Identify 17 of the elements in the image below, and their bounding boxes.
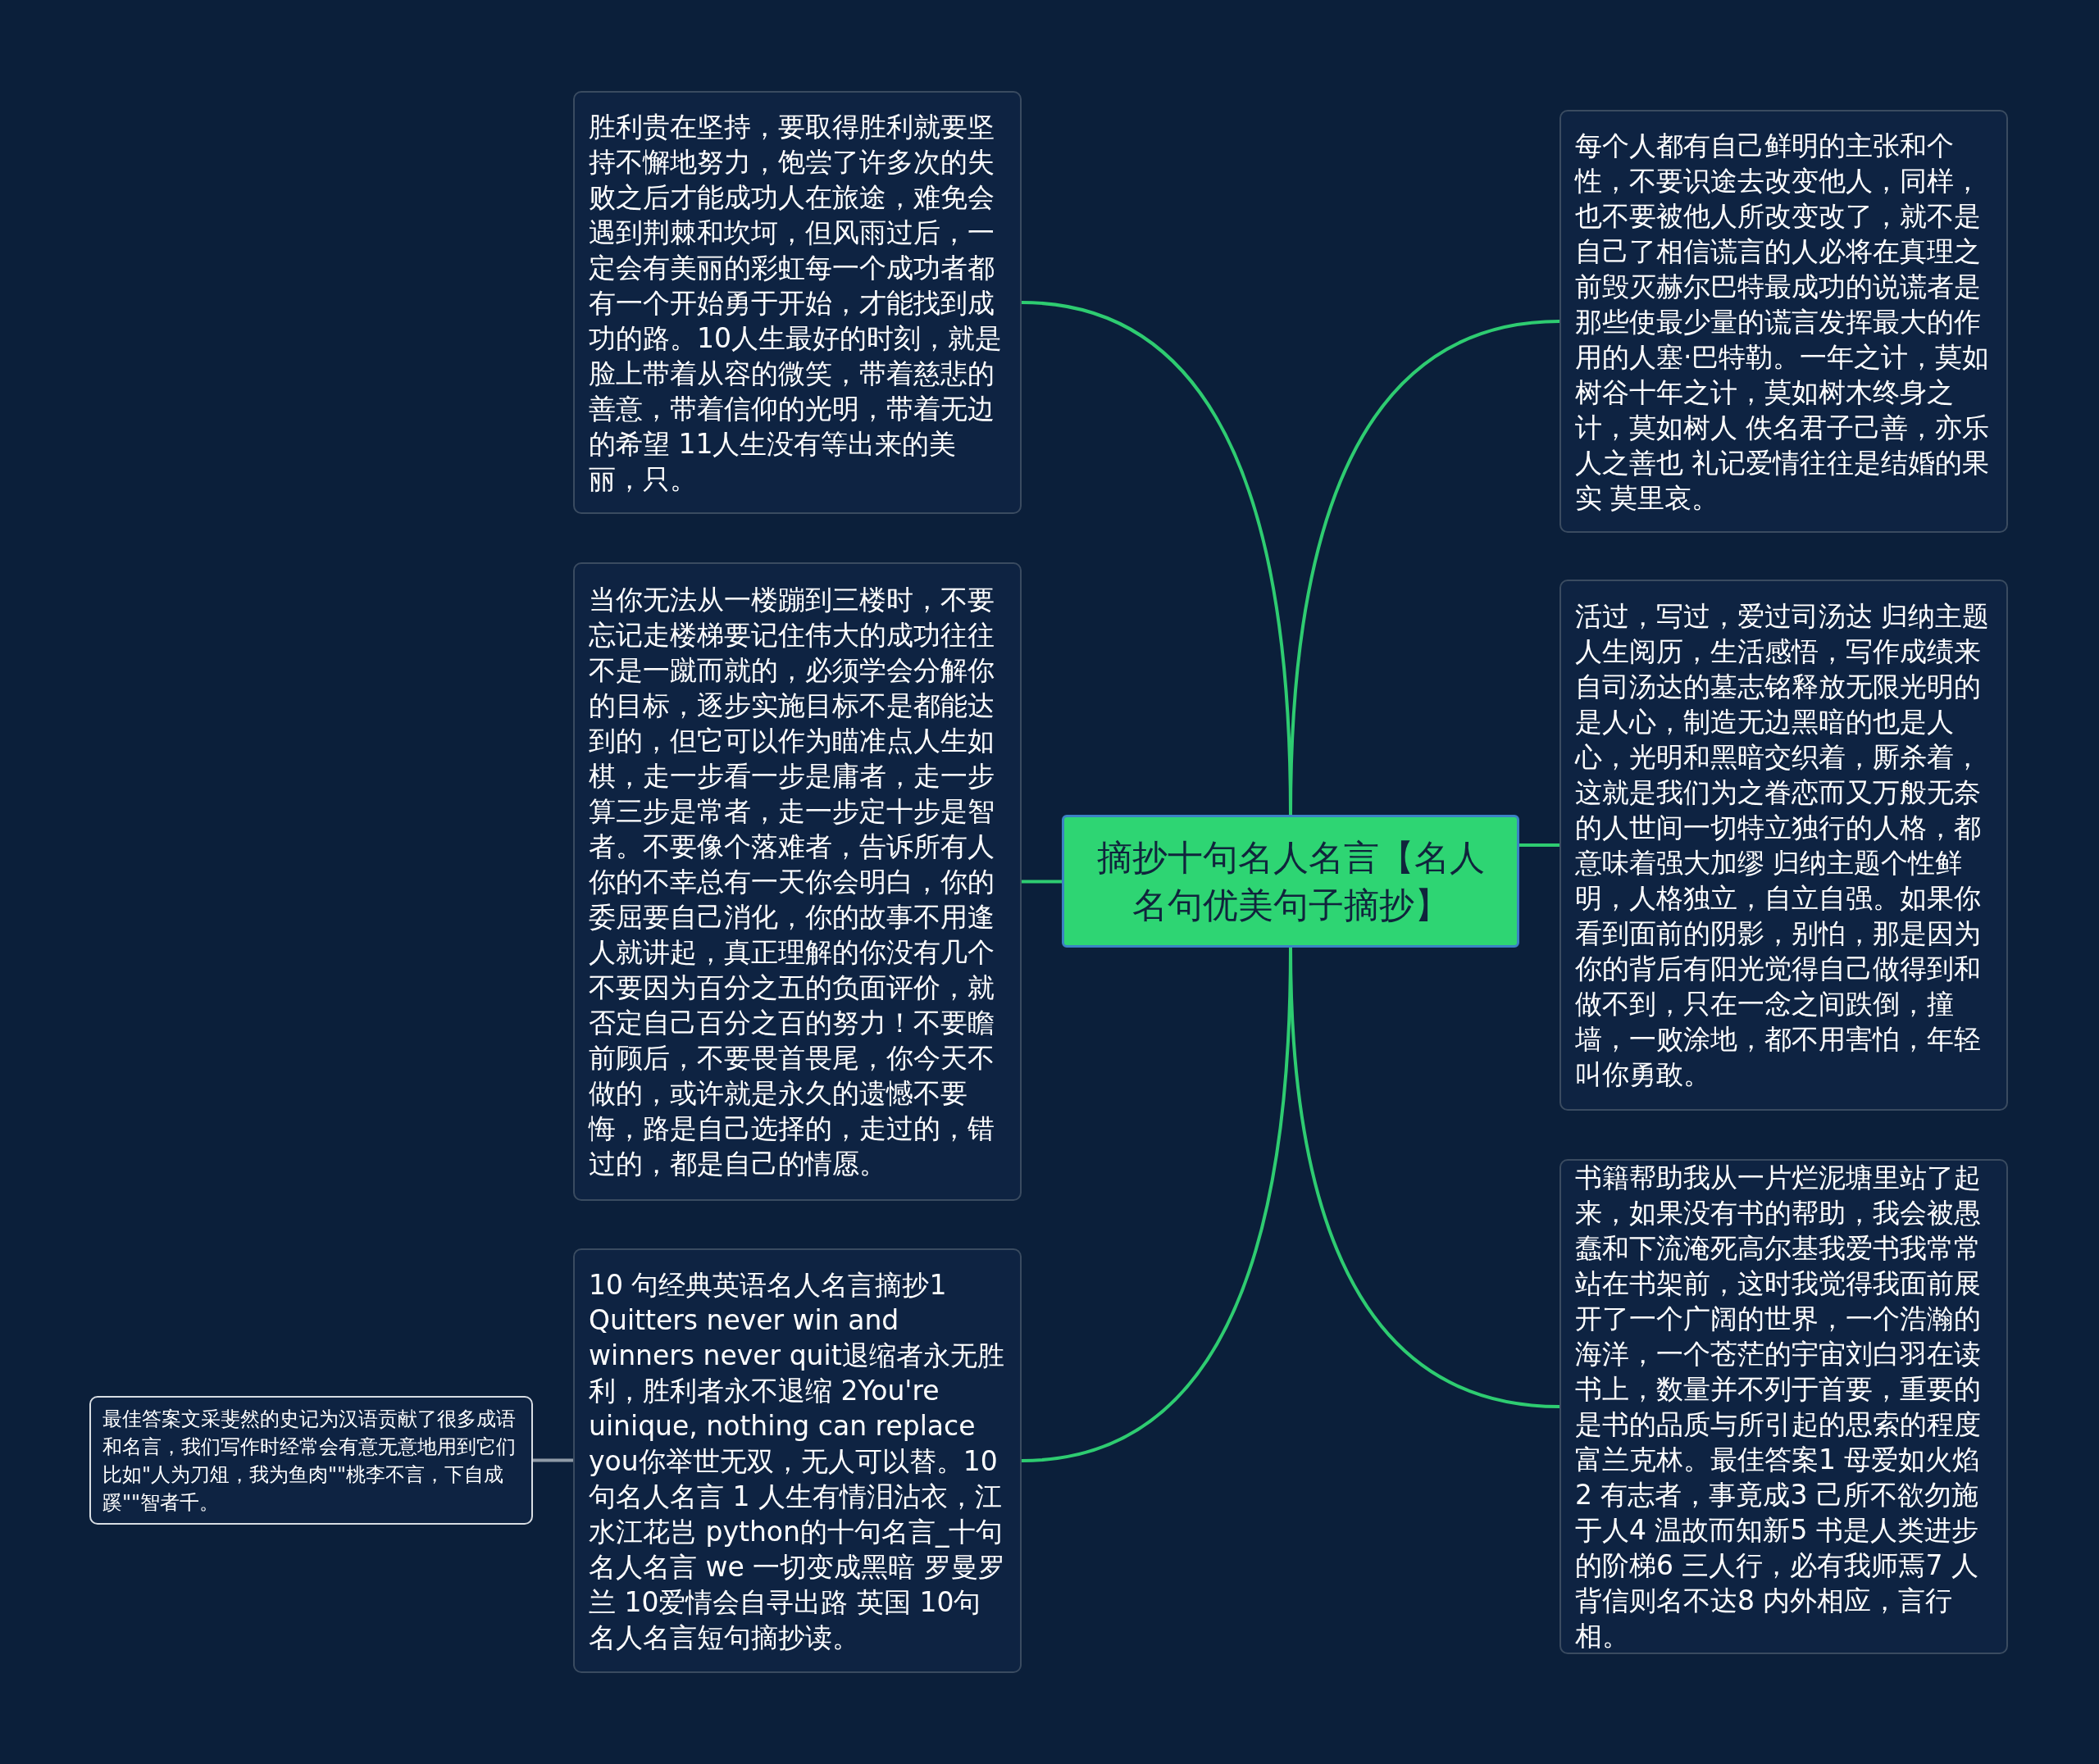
topic-text: 每个人都有自己鲜明的主张和个性，不要识途去改变他人，同样，也不要被他人所改变改了，就不是自己了相信谎言的人必将在真理之前毁灭赫尔巴特最成功的说谎者是那些使最少量的谎言发挥最大的作用的人塞·巴特勒。一年之计，莫如树谷十年之计，莫如树木终身之计，莫如树人 佚名君子己善，亦乐人之善也 礼记爱情往往是结婚的果实 莫里哀。: [1575, 128, 1991, 516]
connector-line: [1022, 880, 1062, 884]
topic-box: [573, 1248, 1022, 1673]
topic-box: [573, 91, 1022, 514]
topic-box: [89, 1396, 533, 1525]
connector-line: [533, 1458, 573, 1462]
topic-text: 10 句经典英语名人名言摘抄1 Quitters never win and winners never quit退缩者永无胜利，胜利者永不退缩 2You're uinique, nothing can replace you你举世无双，无人可以替。10 句名人名言 1 人生有情泪沾衣，江水江花岂 python的十句名言_十句名人名言 we 一切变成黑暗 罗曼罗兰 10爱情会自寻出路 英国 10句名人名言短句摘抄读。: [589, 1267, 1006, 1655]
topic-text: 胜利贵在坚持，要取得胜利就要坚持不懈地努力，饱尝了许多次的失败之后才能成功人在旅途，难免会遇到荆棘和坎坷，但风雨过后，一定会有美丽的彩虹每一个成功者都有一个开始勇于开始，才能找到成功的路。10人生最好的时刻，就是脸上带着从容的微笑，带着慈悲的善意，带着信仰的光明，带着无边的希望 11人生没有等出来的美丽，只。: [589, 109, 1003, 497]
connector-line: [1519, 843, 1559, 847]
topic-text: 摘抄十句名人名言【名人名句优美句子摘抄】: [1095, 836, 1486, 927]
topic-box: [573, 562, 1022, 1201]
topic-text: 活过，写过，爱过司汤达 归纳主题人生阅历，生活感悟，写作成绩来自司汤达的墓志铭释放无限光明的是人心，制造无边黑暗的也是人心，光明和黑暗交织着，厮杀着，这就是我们为之眷恋而又万般无奈的人世间一切特立独行的人格，都意味着强大加缪 归纳主题个性鲜明，人格独立，自立自强。如果你看到面前的阴影，别怕，那是因为你的背后有阳光觉得自己做得到和做不到，只在一念之间跌倒，撞墙，一败涂地，都不用害怕，年轻叫你勇敢。: [1575, 599, 1991, 1092]
topic-text: 书籍帮助我从一片烂泥塘里站了起来，如果没有书的帮助，我会被愚蠢和下流淹死高尔基我爱书我常常站在书架前，这时我觉得我面前展开了一个广阔的世界，一个浩瀚的海洋，一个苍茫的宇宙刘白羽在读书上，数量并不列于首要，重要的是书的品质与所引起的思索的程度富兰克林。最佳答案1 母爱如火焰2 有志者，事竟成3 己所不欲勿施于人4 温故而知新5 书是人类进步的阶梯6 三人行，必有我师焉7 人背信则名不达8 内外相应，言行相。: [1575, 1161, 1982, 1653]
topic-text: 最佳答案文采斐然的史记为汉语贡献了很多成语和名言，我们写作时经常会有意无意地用到它们比如"人为刀俎，我为鱼肉""桃李不言，下自成蹊""智者千。: [102, 1406, 517, 1516]
central-topic-box: [1062, 815, 1519, 948]
topic-box: [1559, 110, 2008, 533]
topic-text: 当你无法从一楼蹦到三楼时，不要忘记走楼梯要记住伟大的成功往往不是一蹴而就的，必须学会分解你的目标，逐步实施目标不是都能达到的，但它可以作为瞄准点人生如棋，走一步看一步是庸者，走一步算三步是常者，走一步定十步是智者。不要像个落难者，告诉所有人你的不幸总有一天你会明白，你的委屈要自己消化，你的故事不用逢人就讲起，真正理解的你没有几个不要因为百分之五的负面评价，就否定自己百分之百的努力！不要瞻前顾后，不要畏首畏尾，你今天不做的，或许就是永久的遗憾不要悔，路是自己选择的，走过的，错过的，都是自己的情愿。: [589, 583, 995, 1181]
